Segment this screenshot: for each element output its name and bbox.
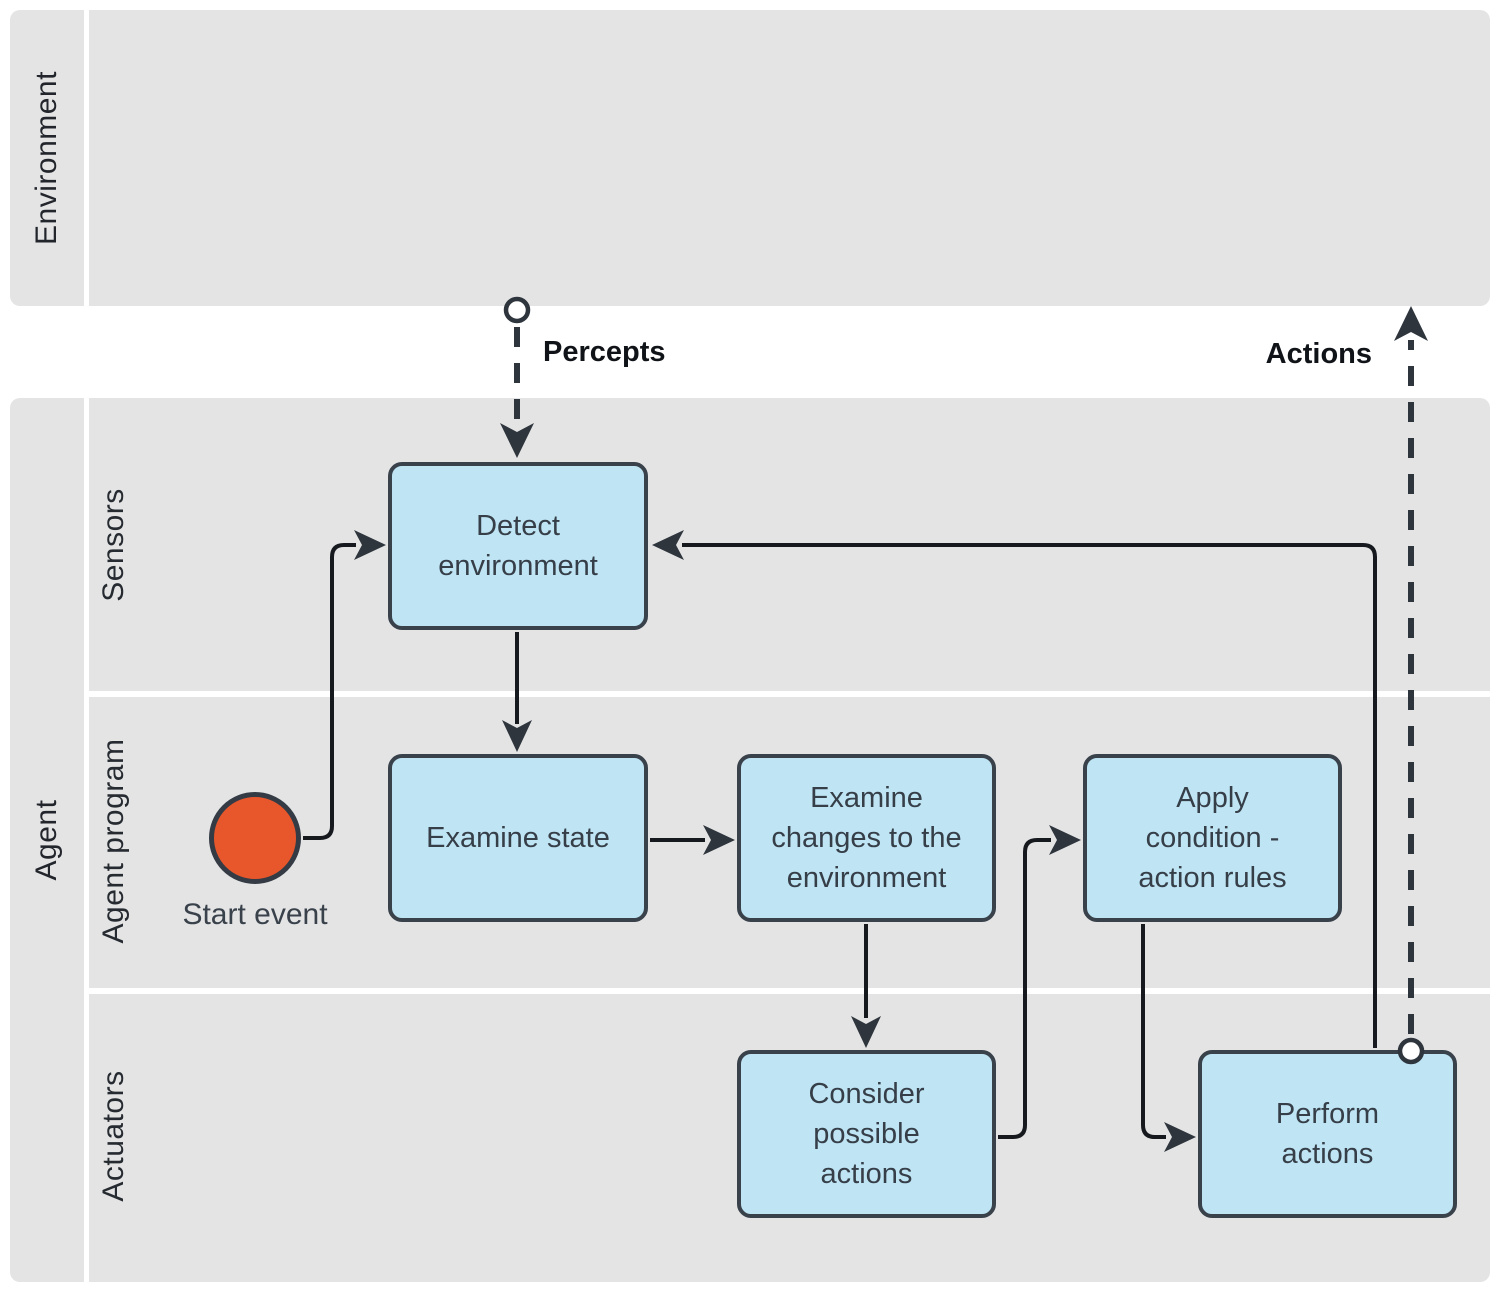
percepts-flow-label: Percepts: [543, 336, 666, 368]
sublane-actuators-label: Actuators: [97, 1070, 130, 1202]
sublane-separator-program-actuators: [89, 988, 1490, 994]
task-consider-possible-actions-label: Consider possible actions: [808, 1077, 925, 1190]
task-detect-environment-label: Detect environment: [438, 509, 598, 582]
lane-agent-separator: [84, 398, 89, 1282]
lane-environment: [10, 10, 1490, 306]
task-perform-actions: Perform actions: [1198, 1050, 1457, 1218]
sublane-agent-program-label: Agent program: [97, 738, 130, 944]
task-examine-changes-label: Examine changes to the environment: [771, 781, 962, 894]
task-perform-actions-label: Perform actions: [1275, 1097, 1380, 1170]
task-examine-state-label: Examine state: [426, 821, 610, 854]
lane-agent-label: Agent: [30, 799, 63, 881]
sublane-sensors-label: Sensors: [97, 488, 130, 602]
task-apply-condition-action-rules-label: Apply condition - action rules: [1138, 781, 1287, 894]
task-examine-state: Examine state: [388, 754, 648, 922]
start-event-label: Start event: [182, 898, 328, 931]
task-apply-condition-action-rules: Apply condition - action rules: [1083, 754, 1342, 922]
lane-environment-separator: [84, 10, 89, 306]
task-consider-possible-actions: Consider possible actions: [737, 1050, 996, 1218]
task-examine-changes: Examine changes to the environment: [737, 754, 996, 922]
arrowhead-actions: [1394, 306, 1428, 341]
task-detect-environment: Detect environment: [388, 462, 648, 630]
sublane-separator-sensors-program: [89, 691, 1490, 697]
lane-environment-label: Environment: [30, 71, 63, 245]
start-event-icon: [209, 792, 301, 884]
actions-flow-label: Actions: [1265, 338, 1372, 370]
